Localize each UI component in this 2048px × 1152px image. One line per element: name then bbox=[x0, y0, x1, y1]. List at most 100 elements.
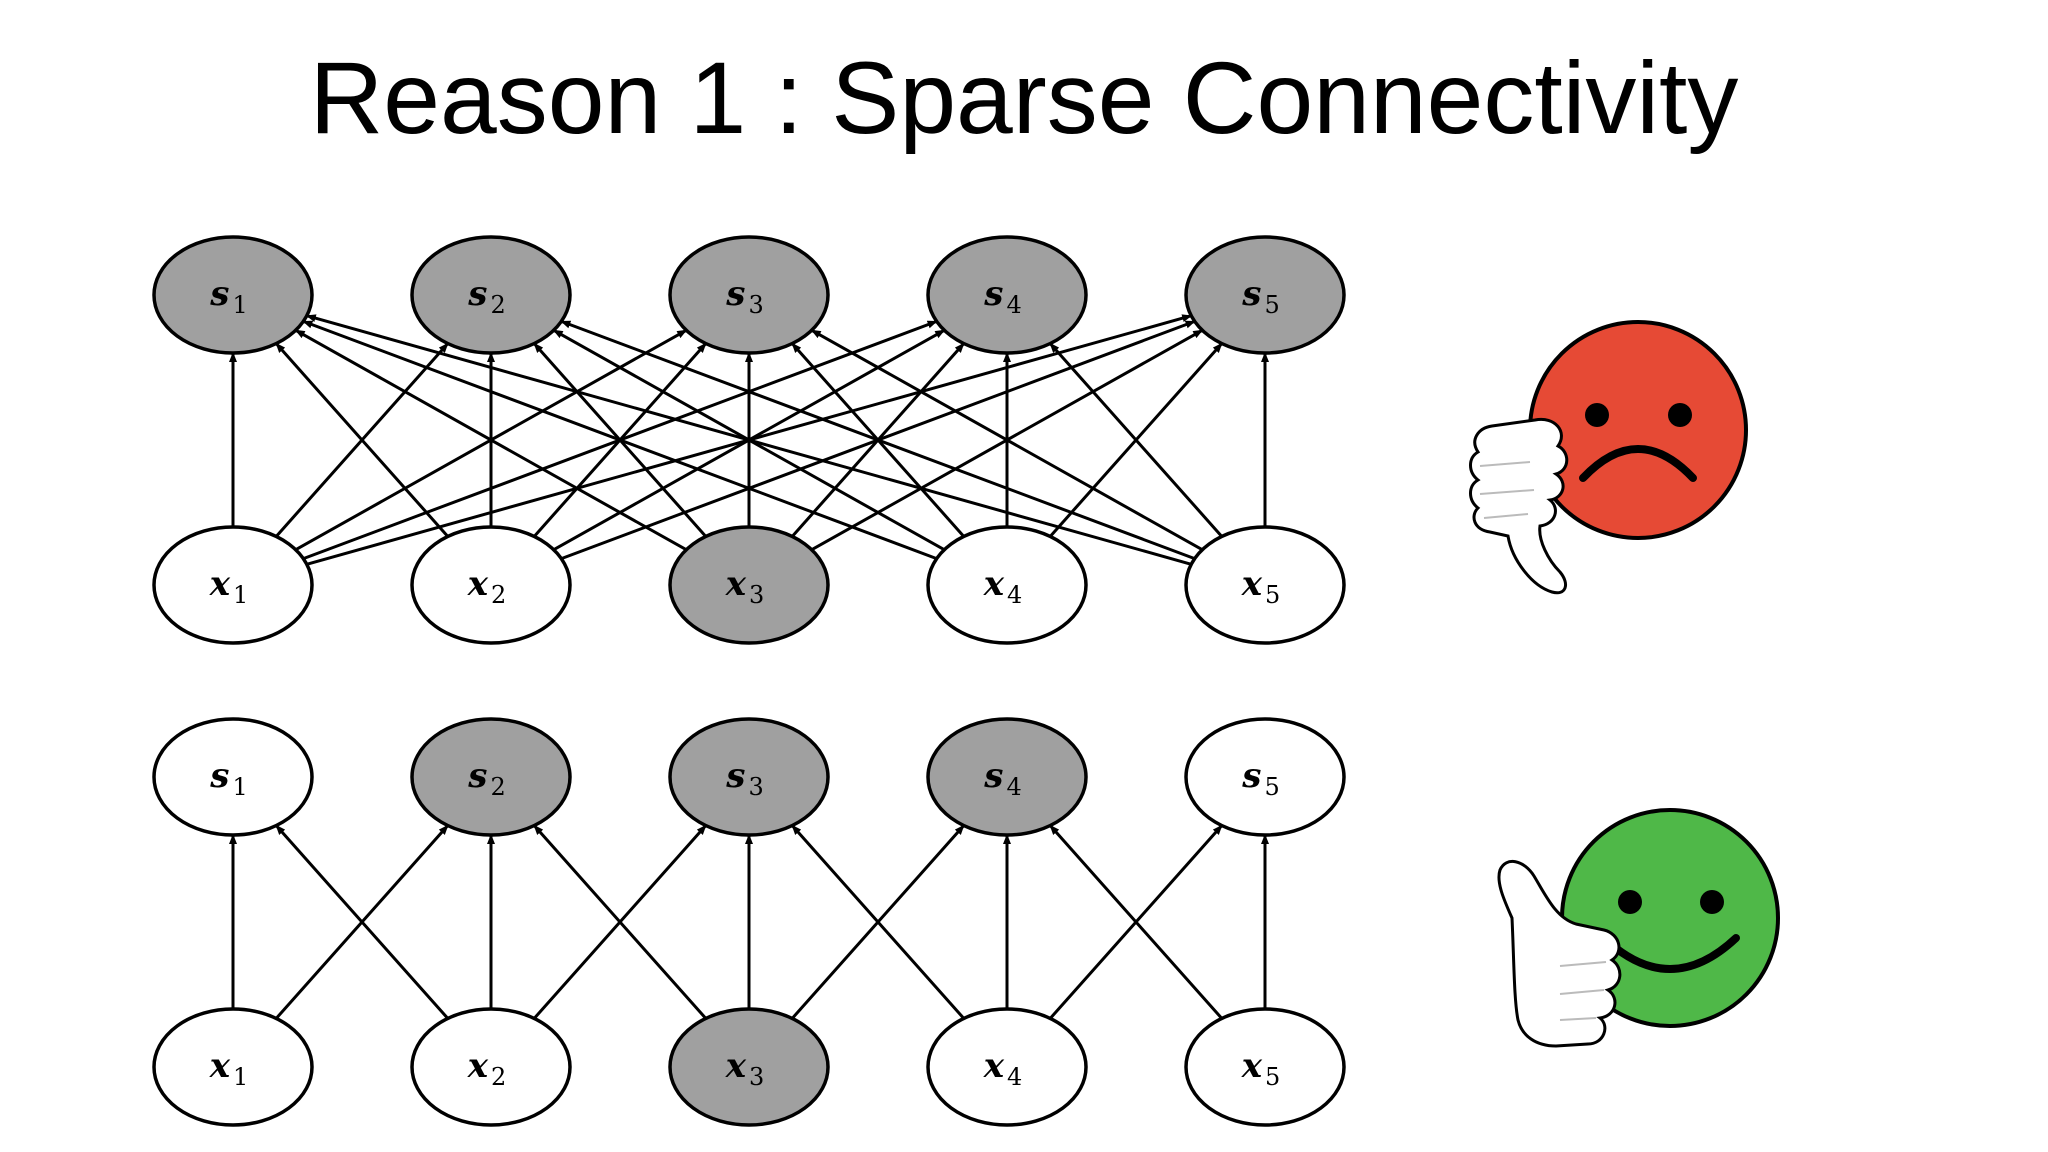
dense-edge-x4-s1 bbox=[302, 319, 938, 561]
sparse-output-node-s1-symbol: s bbox=[209, 756, 229, 796]
dense-output-node-s3-circle bbox=[668, 235, 830, 355]
dense-input-node-x3-circle bbox=[668, 525, 830, 645]
sparse-output-node-s2-subscript: 2 bbox=[490, 773, 505, 801]
dense-input-node-x4-symbol: x bbox=[983, 564, 1005, 604]
dense-input-node-x5-circle bbox=[1184, 525, 1346, 645]
dense-input-node-x1-circle bbox=[152, 525, 314, 645]
dense-input-node-x1-symbol: x bbox=[209, 564, 231, 604]
dense-output-node-s3-subscript: 3 bbox=[748, 291, 763, 319]
dense-output-node-s2-symbol: s bbox=[467, 274, 487, 314]
thumbs-down-hand-icon bbox=[1469, 417, 1569, 595]
sparse-edge-x5-s4 bbox=[1049, 824, 1223, 1020]
sparse-output-node-s3-subscript: 3 bbox=[748, 773, 763, 801]
dense-output-node-s5-symbol: s bbox=[1241, 274, 1261, 314]
sparse-input-node-x2-circle bbox=[410, 1007, 572, 1127]
happy-right-eye-icon bbox=[1700, 890, 1724, 914]
sparse-input-node-x4-circle bbox=[926, 1007, 1088, 1127]
sparse-edges bbox=[229, 824, 1269, 1020]
sparse-input-node-x4-subscript: 4 bbox=[1007, 1063, 1022, 1091]
dense-output-node-s5-subscript: 5 bbox=[1264, 291, 1279, 319]
dense-input-node-x4-circle bbox=[926, 525, 1088, 645]
dense-input-node-x1-subscript: 1 bbox=[233, 581, 248, 609]
dense-edge-x5-s1 bbox=[305, 314, 1192, 566]
sad-right-eye-icon bbox=[1668, 403, 1692, 427]
sparse-input-node-x3-circle bbox=[668, 1007, 830, 1127]
dense-input-node-x5-symbol: x bbox=[1241, 564, 1263, 604]
frown-icon bbox=[1579, 445, 1697, 482]
dense-output-node-s1-symbol: s bbox=[209, 274, 229, 314]
dense-output-node-s3-symbol: s bbox=[725, 274, 745, 314]
dense-edge-x2-s1 bbox=[275, 342, 449, 538]
sparse-output-node-s4-subscript: 4 bbox=[1006, 773, 1021, 801]
happy-face-thumbs-up-icon bbox=[1497, 808, 1780, 1048]
thumbs-up-hand-icon bbox=[1497, 860, 1622, 1048]
sparse-input-node-x2-subscript: 2 bbox=[491, 1063, 506, 1091]
dense-input-node-x3-subscript: 3 bbox=[749, 581, 764, 609]
dense-output-node-s1-subscript: 1 bbox=[232, 291, 247, 319]
sparse-output-node-s4-circle bbox=[926, 717, 1088, 837]
sparse-output-node-s4-symbol: s bbox=[983, 756, 1003, 796]
dense-edge-x3-s1 bbox=[294, 328, 688, 552]
dense-output-node-s2-subscript: 2 bbox=[490, 291, 505, 319]
sparse-output-node-s3-circle bbox=[668, 717, 830, 837]
sparse-input-node-x5-subscript: 5 bbox=[1265, 1063, 1280, 1091]
dense-input-node-x2-circle bbox=[410, 525, 572, 645]
dense-input-node-x5-subscript: 5 bbox=[1265, 581, 1280, 609]
dense-edges bbox=[229, 314, 1269, 566]
dense-output-node-s4-circle bbox=[926, 235, 1088, 355]
sparse-input-node-x1-subscript: 1 bbox=[233, 1063, 248, 1091]
sad-left-eye-icon bbox=[1585, 403, 1609, 427]
sparse-input-node-x2-symbol: x bbox=[467, 1046, 489, 1086]
sparse-output-node-s2-circle bbox=[410, 717, 572, 837]
sparse-output-node-s5-symbol: s bbox=[1241, 756, 1261, 796]
dense-edge-x5-s4 bbox=[1049, 342, 1223, 538]
dense-output-node-s1-circle bbox=[152, 235, 314, 355]
sparse-input-node-x3-symbol: x bbox=[725, 1046, 747, 1086]
sparse-output-node-s5-subscript: 5 bbox=[1264, 773, 1279, 801]
dense-output-node-s5-circle bbox=[1184, 235, 1346, 355]
sparse-input-node-x5-symbol: x bbox=[1241, 1046, 1263, 1086]
dense-input-node-x3-symbol: x bbox=[725, 564, 747, 604]
sparse-input-node-x5-circle bbox=[1184, 1007, 1346, 1127]
